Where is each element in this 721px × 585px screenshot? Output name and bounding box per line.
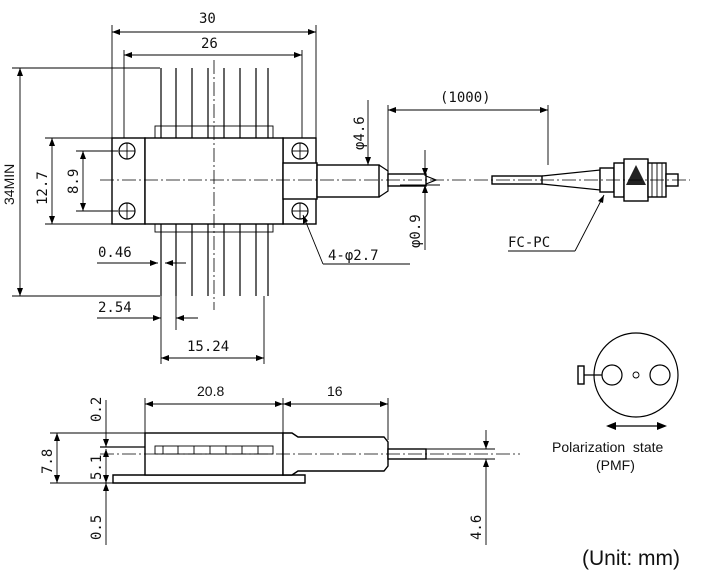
dim-4-6-label: 4.6	[469, 515, 485, 540]
dim-15-24: 15.24	[160, 296, 265, 364]
dim-12-7: 12.7	[35, 137, 112, 225]
dim-phi-4-6: φ4.6	[352, 100, 371, 165]
hole-leader: 4-φ2.7	[302, 214, 410, 265]
dim-0-5: 0.5	[89, 483, 109, 545]
dim-30-label: 30	[199, 11, 216, 27]
unit-label: (Unit: mm)	[582, 547, 680, 570]
polarization-diagram: Polarization state (PMF)	[552, 332, 679, 473]
fcpc-leader: FC-PC	[508, 194, 605, 252]
dim-0-5-label: 0.5	[89, 515, 105, 540]
dim-1000-label: (1000)	[440, 90, 491, 106]
dim-2-54: 2.54	[97, 296, 198, 330]
dim-8-9-label: 8.9	[66, 169, 82, 194]
dim-0-46: 0.46	[97, 245, 186, 266]
dim-4-6: 4.6	[426, 430, 495, 545]
dim-0-2-label: 0.2	[89, 397, 105, 422]
fcpc-label: FC-PC	[508, 235, 550, 251]
dim-16-label: 16	[327, 383, 343, 399]
dim-34min-label: 34MIN	[1, 164, 17, 205]
side-view	[100, 432, 520, 484]
dim-16: 16	[283, 383, 389, 440]
dim-26: 26	[123, 36, 303, 138]
dim-7-8-label: 7.8	[40, 449, 56, 474]
output-tube	[282, 162, 438, 200]
mounting-hole-icon	[118, 142, 309, 220]
dim-34min: 34MIN	[1, 67, 160, 297]
pmf-label: (PMF)	[596, 457, 635, 473]
dim-0-2: 0.2	[89, 397, 109, 447]
dim-phi-0-9-label: φ0.9	[408, 214, 424, 248]
dim-30: 30	[111, 11, 317, 138]
dim-12-7-label: 12.7	[35, 171, 51, 205]
dim-15-24-label: 15.24	[187, 339, 229, 355]
hole-label: 4-φ2.7	[328, 248, 379, 264]
dim-phi-4-6-label: φ4.6	[352, 116, 368, 150]
dim-5-1: 5.1	[89, 449, 113, 484]
dim-0-46-label: 0.46	[98, 245, 132, 261]
dim-phi-0-9: φ0.9	[400, 150, 440, 250]
dim-8-9: 8.9	[66, 150, 118, 212]
dim-20-8-label: 20.8	[197, 383, 224, 399]
dim-26-label: 26	[201, 36, 218, 52]
dim-20-8: 20.8	[144, 383, 284, 433]
dim-5-1-label: 5.1	[89, 455, 105, 480]
dim-1000: (1000)	[387, 90, 549, 172]
polarization-label: Polarization state	[552, 439, 663, 455]
dim-2-54-label: 2.54	[98, 300, 132, 316]
left-flange	[111, 137, 146, 225]
